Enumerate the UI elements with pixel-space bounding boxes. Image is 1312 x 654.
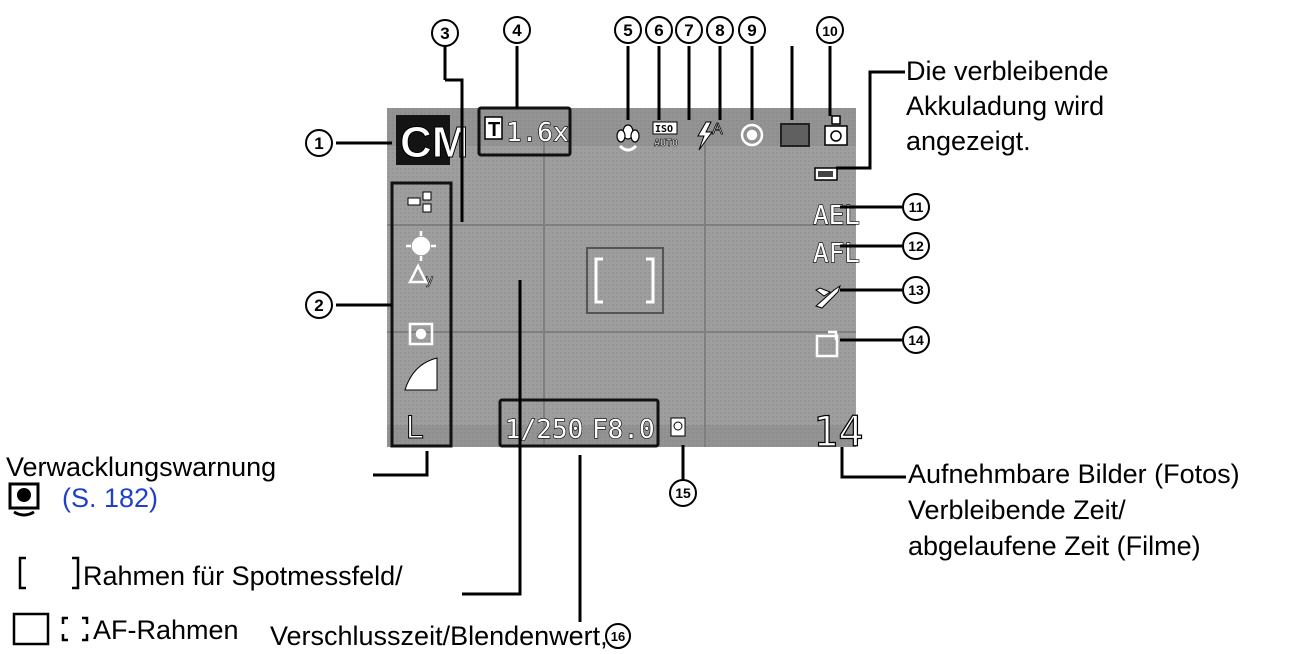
svg-text:16: 16 bbox=[611, 629, 625, 644]
svg-text:11: 11 bbox=[909, 199, 924, 215]
svg-text:3: 3 bbox=[440, 24, 449, 43]
afl-text: AFL bbox=[813, 239, 860, 269]
white-balance-icon bbox=[406, 231, 436, 261]
iso-text: ISO bbox=[655, 124, 673, 135]
svg-text:13: 13 bbox=[908, 282, 924, 298]
leader-lines bbox=[336, 46, 906, 622]
svg-text:14: 14 bbox=[908, 332, 924, 348]
zoom-value: 1.6x bbox=[506, 118, 569, 148]
shake-warning-page-link[interactable]: (S. 182) bbox=[62, 483, 159, 513]
svg-text:15: 15 bbox=[675, 485, 691, 501]
zoom-indicator: T 1.6x bbox=[477, 106, 572, 157]
svg-text:7: 7 bbox=[684, 21, 693, 40]
shake-warning-icon bbox=[670, 417, 686, 437]
battery-label-line3: angezeigt. bbox=[906, 126, 1031, 156]
red-eye-icon bbox=[740, 123, 764, 147]
my-colors-icon bbox=[407, 191, 432, 213]
shake-warning-legend-icon bbox=[8, 482, 40, 517]
zoom-prefix: T bbox=[488, 119, 500, 141]
rotate-icon bbox=[815, 330, 839, 358]
flash-auto-text: A bbox=[712, 121, 723, 138]
image-size-text: L bbox=[406, 409, 424, 445]
af-frame-dashed-symbol bbox=[61, 616, 89, 642]
exposure-icon: y bbox=[407, 263, 433, 287]
svg-text:y: y bbox=[426, 271, 433, 287]
svg-text:10: 10 bbox=[822, 23, 838, 39]
svg-text:1: 1 bbox=[314, 134, 323, 153]
flash-auto-icon: A bbox=[697, 121, 723, 151]
battery-label-line2: Akkuladung wird bbox=[906, 91, 1105, 121]
svg-text:2: 2 bbox=[314, 296, 323, 315]
macro-icon bbox=[616, 124, 640, 152]
shots-remaining-text: 14 bbox=[813, 407, 864, 456]
svg-text:12: 12 bbox=[908, 238, 924, 254]
spot-frame-label: Rahmen für Spotmessfeld/ bbox=[83, 561, 403, 591]
shutter-aperture-label: Verschlusszeit/Blendenwert, bbox=[270, 621, 608, 651]
exposure-readout-box bbox=[498, 398, 660, 448]
svg-text:9: 9 bbox=[747, 21, 756, 40]
shots-label-line2: Verbleibende Zeit/ bbox=[908, 495, 1126, 525]
lcd-screen bbox=[387, 108, 856, 447]
mode-text: CM bbox=[400, 118, 468, 167]
af-frame-solid-symbol bbox=[12, 612, 50, 646]
camera-icon bbox=[824, 115, 848, 146]
spot-frame-symbol bbox=[18, 556, 80, 590]
svg-text:4: 4 bbox=[512, 21, 522, 40]
shutter-text: 1/250 bbox=[505, 415, 583, 445]
af-frame bbox=[586, 247, 664, 314]
svg-text:6: 6 bbox=[654, 21, 663, 40]
drive-mode-icon bbox=[780, 123, 810, 147]
iso-sub: AUTO bbox=[654, 138, 678, 149]
left-icon-column bbox=[390, 181, 453, 448]
metering-icon bbox=[408, 322, 434, 346]
aperture-text: F8.0 bbox=[592, 415, 655, 445]
mode-icon: CM bbox=[396, 115, 469, 168]
svg-text:8: 8 bbox=[715, 21, 724, 40]
jet-icon bbox=[815, 284, 841, 309]
battery-label-line1: Die verbleibende bbox=[906, 56, 1109, 86]
callout-numbers: 1 2 3 4 5 6 7 8 9 10 11 12 13 14 15 16 bbox=[314, 21, 924, 644]
compression-icon bbox=[404, 357, 438, 391]
grid-lines bbox=[387, 125, 856, 447]
af-frame-label: AF-Rahmen bbox=[93, 615, 239, 645]
iso-icon: ISO AUTO bbox=[652, 121, 678, 149]
shots-label-line3: abgelaufene Zeit (Filme) bbox=[908, 531, 1201, 561]
callout-circles bbox=[305, 16, 930, 649]
shake-warning-label: Verwacklungswarnung bbox=[6, 452, 277, 482]
shots-label-line1: Aufnehmbare Bilder (Fotos) bbox=[908, 459, 1240, 489]
svg-text:5: 5 bbox=[623, 21, 632, 40]
battery-icon bbox=[814, 167, 838, 181]
